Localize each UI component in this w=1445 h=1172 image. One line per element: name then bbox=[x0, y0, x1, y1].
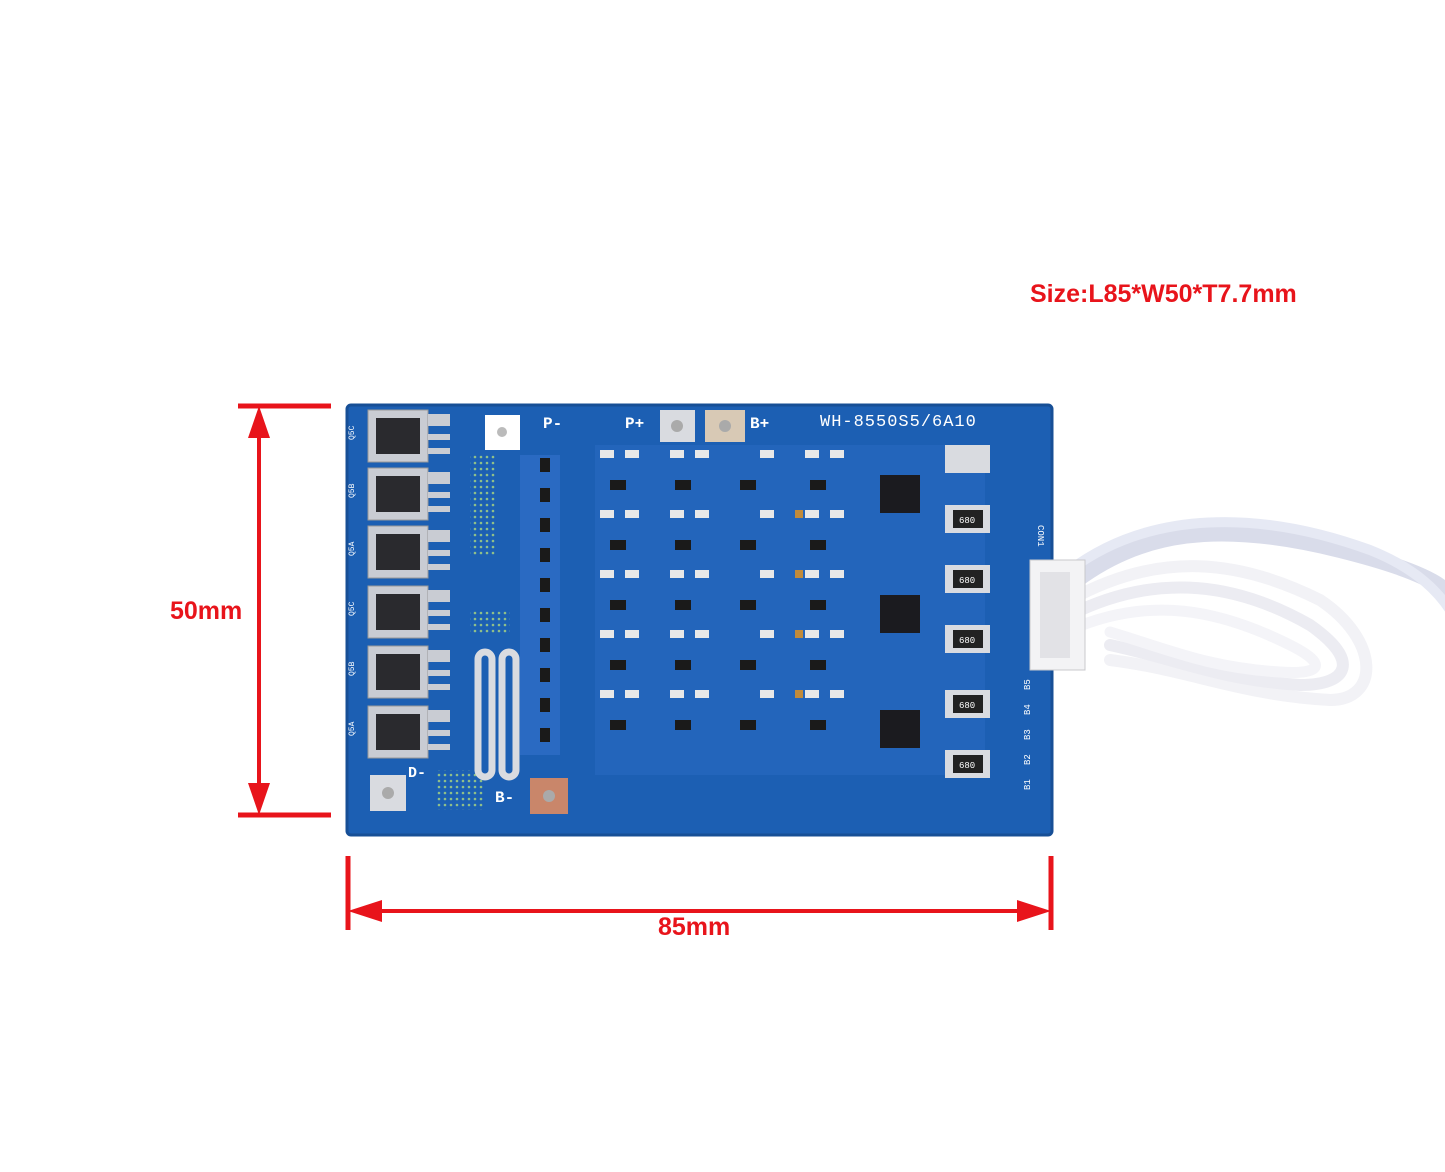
height-dimension-line bbox=[238, 403, 331, 818]
bminus-label: B- bbox=[495, 789, 514, 807]
resistor-code: 680 bbox=[959, 576, 975, 586]
via-array bbox=[470, 455, 495, 555]
width-dimension-line bbox=[345, 856, 1054, 930]
ic-chips bbox=[880, 475, 920, 748]
pcb-board: Q5C Q5B Q5A Q5C Q5B Q5A P- P+ B+ WH-8550… bbox=[345, 403, 1445, 837]
mosfet-label: Q5C bbox=[348, 425, 357, 440]
pin-label: B3 bbox=[1023, 729, 1033, 740]
bplus-label: B+ bbox=[750, 415, 769, 433]
mosfet-label: Q5C bbox=[348, 601, 357, 616]
size-label: Size:L85*W50*T7.7mm bbox=[1030, 280, 1297, 308]
wire-bundle bbox=[1062, 517, 1445, 707]
height-label: 50mm bbox=[170, 597, 243, 625]
via-array bbox=[435, 770, 485, 810]
pplus-label: P+ bbox=[625, 415, 644, 433]
mosfet-label: Q5B bbox=[348, 483, 357, 498]
bms-board-photo: Q5C Q5B Q5A Q5C Q5B Q5A P- P+ B+ WH-8550… bbox=[340, 400, 1445, 840]
dminus-label: D- bbox=[408, 765, 426, 782]
width-label: 85mm bbox=[658, 913, 731, 941]
resistor-code: 680 bbox=[959, 761, 975, 771]
resistor-code: 680 bbox=[959, 516, 975, 526]
balance-resistors bbox=[945, 445, 990, 778]
via-array bbox=[470, 610, 510, 635]
jumper-links bbox=[474, 648, 520, 781]
pin-label: B4 bbox=[1023, 704, 1033, 715]
mosfet-column bbox=[367, 409, 450, 759]
mosfet-label: Q5A bbox=[348, 721, 357, 736]
smd-components bbox=[520, 455, 560, 755]
resistor-code: 680 bbox=[959, 701, 975, 711]
resistor-code: 680 bbox=[959, 636, 975, 646]
mosfet-label: Q5B bbox=[348, 661, 357, 676]
pin-label: B5 bbox=[1023, 679, 1033, 690]
model-label: WH-8550S5/6A10 bbox=[820, 413, 977, 432]
pin-label: B1 bbox=[1023, 779, 1033, 790]
mosfet-label: Q5A bbox=[348, 541, 357, 556]
pminus-label: P- bbox=[543, 415, 562, 433]
connector-label: CON1 bbox=[1035, 525, 1045, 547]
pin-label: B2 bbox=[1023, 754, 1033, 765]
component-grid bbox=[595, 445, 985, 775]
